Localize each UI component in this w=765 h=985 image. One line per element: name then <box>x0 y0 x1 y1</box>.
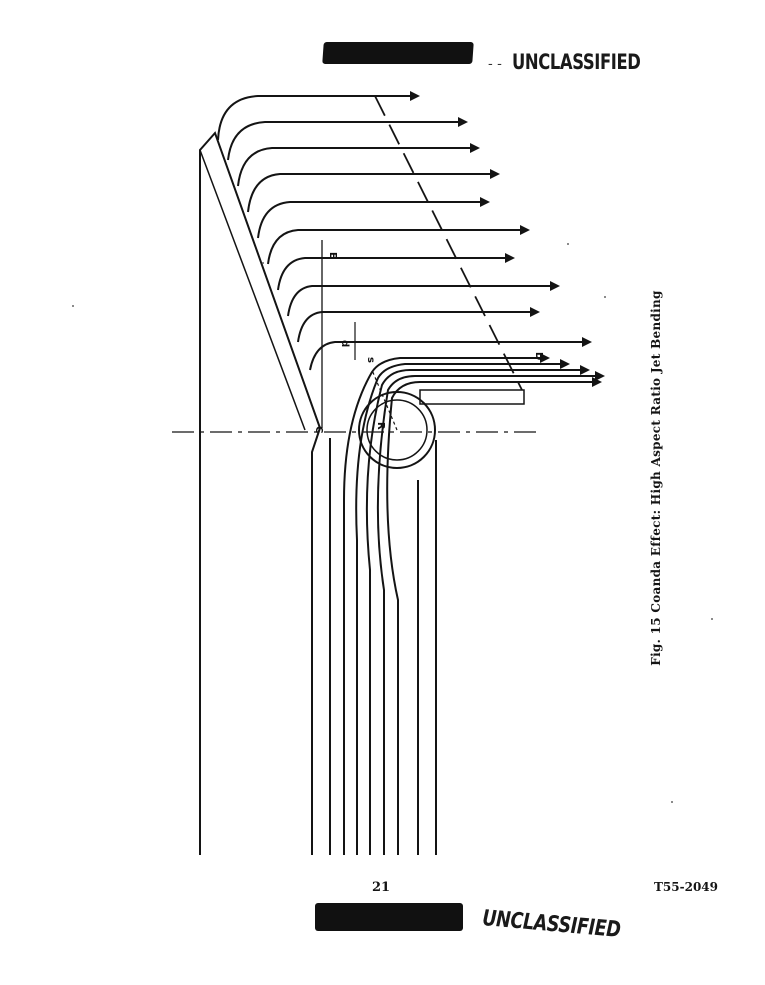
scan-speck <box>671 801 673 803</box>
jet-stream-upper <box>227 121 458 161</box>
jet-stream-upper <box>309 341 582 371</box>
streamline-lower <box>376 375 595 855</box>
streamline-lower <box>343 357 540 855</box>
nozzle-plate <box>199 131 322 855</box>
jet-stream-upper <box>237 147 470 187</box>
flat-plate <box>419 389 525 405</box>
report-number: T55-2049 <box>654 880 719 894</box>
scan-speck <box>72 305 74 307</box>
coanda-cylinder-outer <box>358 391 436 469</box>
figure-caption: Fig. 15 Coanda Effect: High Aspect Ratio… <box>649 290 663 666</box>
arrowhead <box>595 371 605 381</box>
label-d-small: d <box>339 340 350 347</box>
streamline-lower <box>386 381 600 855</box>
arrowhead <box>470 143 480 153</box>
label-s: s <box>365 357 376 363</box>
arrowhead <box>410 91 420 101</box>
arrowhead <box>530 307 540 317</box>
arrowhead <box>582 337 592 347</box>
scan-speck <box>711 618 713 620</box>
arrowhead <box>580 365 590 375</box>
arrowhead <box>505 253 515 263</box>
arrowhead <box>480 197 490 207</box>
label-c: C <box>313 426 324 433</box>
arrowhead <box>550 281 560 291</box>
arrowhead <box>458 117 468 127</box>
jet-stream-upper <box>247 173 490 213</box>
label-d-upper: D <box>533 352 544 360</box>
scan-speck <box>567 243 569 245</box>
arrowhead <box>592 377 602 387</box>
dashed-envelope <box>374 95 523 391</box>
label-r: R <box>375 422 386 430</box>
radius-line <box>371 369 398 431</box>
jet-stream-upper <box>217 95 410 141</box>
scan-speck <box>604 296 606 298</box>
streamline-lower <box>365 369 580 855</box>
jet-stream-upper <box>257 201 480 239</box>
coanda-cylinder-inner <box>366 399 428 461</box>
jet-stream-upper <box>287 285 550 317</box>
streamline-lower <box>355 363 560 855</box>
arrowheads <box>410 91 605 387</box>
page-number: 21 <box>372 880 391 895</box>
bottom-redaction-bar <box>315 903 463 931</box>
jet-stream-upper <box>267 229 520 265</box>
arrowhead <box>560 359 570 369</box>
scan-speck <box>262 262 264 264</box>
nozzle-plate-inner-edge <box>199 149 306 431</box>
label-e: E <box>327 252 338 259</box>
stamp-dash: - - <box>488 56 502 72</box>
arrowhead <box>490 169 500 179</box>
classification-stamp-top: UNCLASSIFIED <box>512 50 641 74</box>
arrowhead <box>520 225 530 235</box>
jet-stream-upper <box>277 257 505 291</box>
arrowhead <box>540 353 550 363</box>
